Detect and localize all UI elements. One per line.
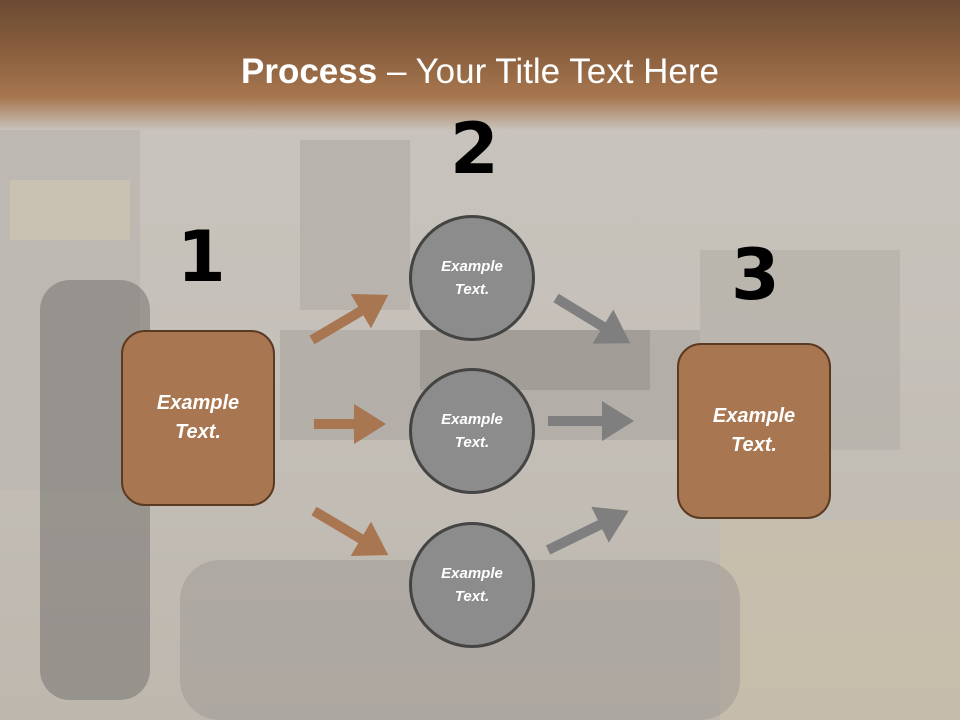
step-number-3: 3	[731, 234, 780, 316]
title-bar	[0, 0, 960, 130]
step3-box-line2: Text.	[731, 434, 777, 456]
circle-bottom-line2: Text.	[454, 588, 490, 605]
step-number-1: 1	[177, 216, 226, 298]
step1-box-line2: Text.	[175, 421, 221, 443]
arrow-box1-to-circle-bottom	[311, 506, 389, 556]
step-number-2: 2	[450, 108, 499, 190]
circle-middle-text: Example Text.	[441, 408, 503, 455]
step3-box: Example Text.	[677, 343, 831, 519]
arrow-circle-top-to-box3	[553, 293, 631, 344]
title-rest: – Your Title Text Here	[377, 52, 719, 91]
slide-title: Process – Your Title Text Here	[0, 52, 960, 92]
arrow-box1-to-circle-top	[309, 293, 389, 345]
arrow-circle-bottom-to-box3	[545, 506, 629, 555]
circle-middle-line1: Example	[441, 410, 503, 428]
circle-middle-line2: Text.	[454, 434, 490, 451]
circle-top-text: Example Text.	[441, 255, 503, 302]
step1-box-text: Example Text.	[157, 389, 239, 447]
circle-top-line1: Example	[441, 257, 503, 275]
circle-middle: Example Text.	[409, 368, 535, 494]
circle-bottom-line1: Example	[441, 564, 503, 582]
circle-top-line2: Text.	[454, 281, 490, 298]
title-bold: Process	[241, 52, 378, 91]
circle-top: Example Text.	[409, 215, 535, 341]
circle-bottom-text: Example Text.	[441, 562, 503, 609]
step3-box-text: Example Text.	[713, 402, 795, 460]
step1-box-line1: Example	[156, 392, 240, 414]
step3-box-line1: Example	[712, 405, 796, 427]
step1-box: Example Text.	[121, 330, 275, 506]
circle-bottom: Example Text.	[409, 522, 535, 648]
